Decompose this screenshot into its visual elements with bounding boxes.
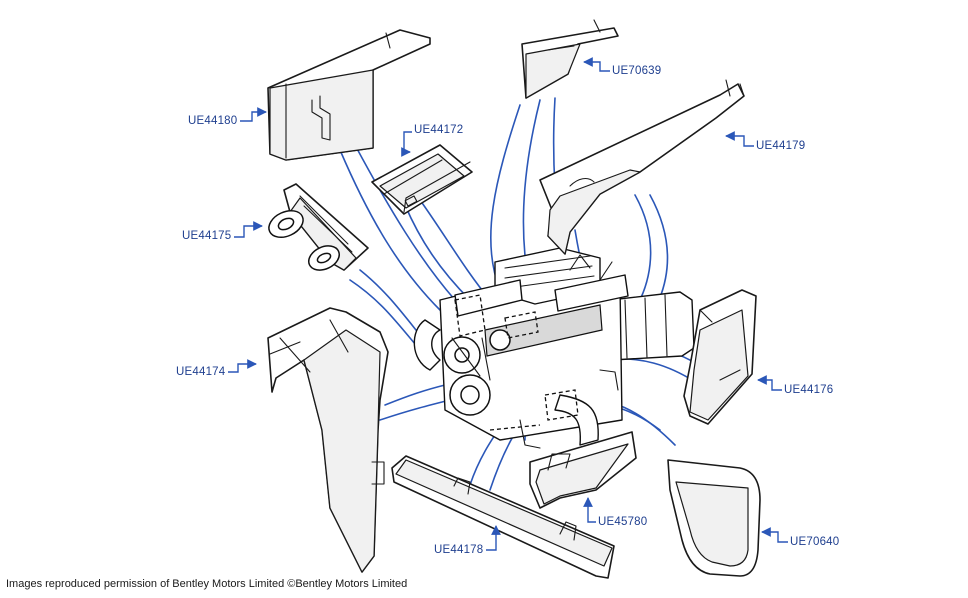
part-ue70640-panel (667, 459, 761, 577)
part-ue44172-tray (371, 144, 473, 215)
part-ue45780-bracket (529, 431, 637, 509)
label-ue70640[interactable]: UE70640 (790, 536, 840, 548)
label-ue44180[interactable]: UE44180 (188, 115, 238, 127)
label-ue44174[interactable]: UE44174 (176, 366, 226, 378)
label-ue44175[interactable]: UE44175 (182, 230, 232, 242)
part-ue44178-channel (391, 455, 615, 579)
label-ue44172[interactable]: UE44172 (414, 124, 464, 136)
part-ue44174-side-panel (267, 307, 389, 573)
label-ue44178[interactable]: UE44178 (434, 544, 484, 556)
engine-assembly (413, 247, 695, 449)
label-ue45780[interactable]: UE45780 (598, 516, 648, 528)
part-ue44176-shield (683, 289, 757, 425)
label-ue70639[interactable]: UE70639 (612, 65, 662, 77)
label-ue44179[interactable]: UE44179 (756, 140, 806, 152)
image-credit: Images reproduced permission of Bentley … (6, 578, 408, 590)
label-ue44176[interactable]: UE44176 (784, 384, 834, 396)
leader-lines (228, 57, 788, 551)
part-ue44175-ducts (268, 183, 369, 271)
part-ue70639-bracket (521, 19, 619, 99)
part-ue44180-shield (267, 29, 431, 161)
part-ue44179-rail (539, 79, 745, 255)
